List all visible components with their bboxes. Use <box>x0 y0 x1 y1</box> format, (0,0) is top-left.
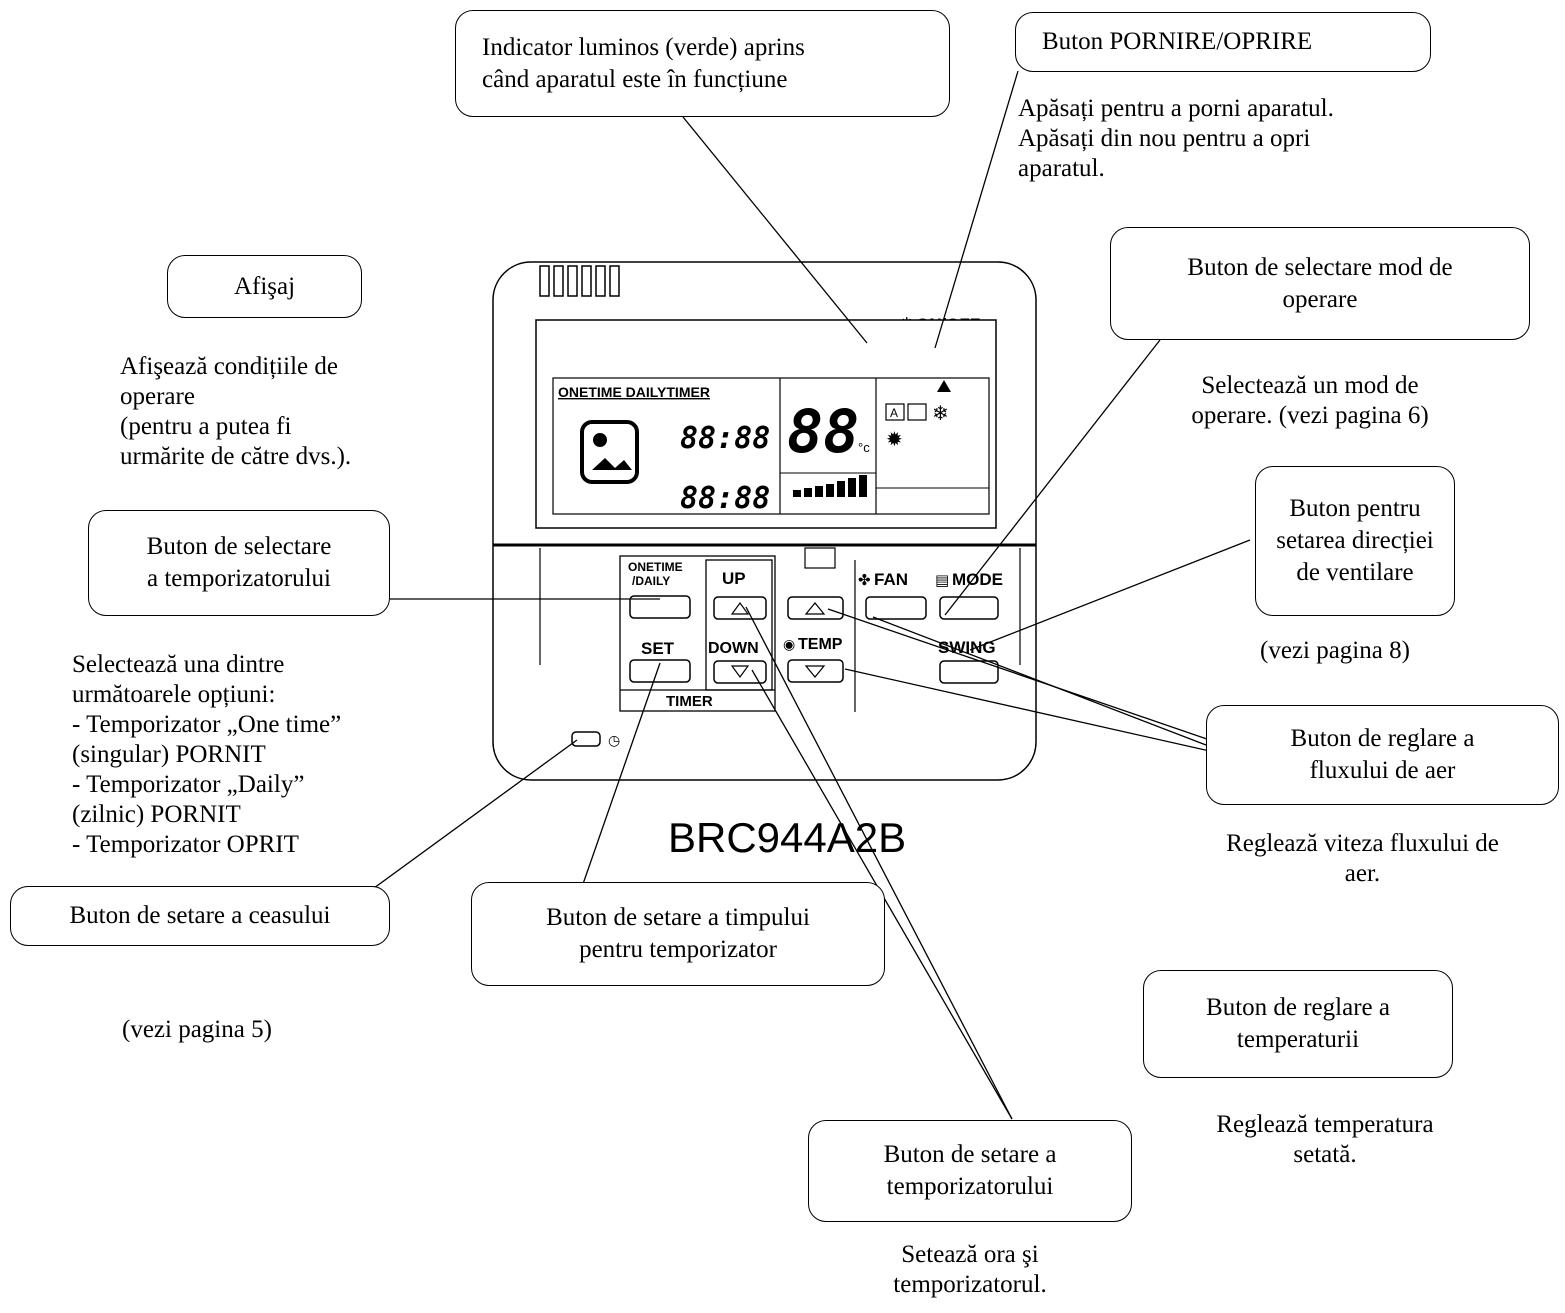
indicator-callout-text: Indicator luminos (verde) aprins când ap… <box>482 33 805 93</box>
fan-button-callout: Buton de reglare a fluxului de aer <box>1206 705 1559 805</box>
fan-label: FAN <box>874 570 908 589</box>
timer-select-callout-text: Buton de selectare a temporizatorului <box>146 533 332 592</box>
timer-time-callout-text: Buton de setare a timpului pentru tempor… <box>546 904 810 963</box>
lcd-time-1: 88:88 <box>680 421 770 456</box>
clock-button-callout: Buton de setare a ceasului <box>10 886 390 946</box>
onetime-daily-button[interactable] <box>629 595 691 619</box>
snowflake-icon: ❄ <box>932 401 949 425</box>
mode-button-callout: Buton de selectare mod de operare <box>1110 227 1530 340</box>
power-button-callout: Buton PORNIRE/OPRIRE <box>1015 12 1431 72</box>
swing-label: SWING <box>938 638 996 657</box>
onetime-daily-label-2: /DAILY <box>632 574 670 588</box>
clock-button[interactable] <box>571 731 601 747</box>
mode-button-description: Selectează un mod de operare. (vezi pagi… <box>1191 372 1429 429</box>
temp-icon: ◉ <box>783 637 795 653</box>
fan-icon: ✤ <box>858 571 871 589</box>
mode-dry-icon <box>907 403 927 421</box>
lcd-time-2: 88:88 <box>680 481 770 516</box>
lcd-header: ONETIME DAILYTIMER <box>558 384 710 400</box>
triangle-icon <box>937 380 951 392</box>
mode-button-callout-text: Buton de selectare mod de operare <box>1187 253 1453 313</box>
mode-icon: ▤ <box>935 571 949 589</box>
fan-button-description: Reglează viteza fluxului de aer. <box>1226 830 1499 887</box>
swing-button-callout: Buton pentru setarea direcției de ventil… <box>1255 466 1455 616</box>
timer-select-description: Selectează una dintre următoarele opțiun… <box>72 651 342 858</box>
timer-select-callout: Buton de selectare a temporizatorului <box>88 510 390 616</box>
fan-speed-bars <box>793 475 867 497</box>
timer-label: TIMER <box>666 693 713 710</box>
power-button-description: Apăsați pentru a porni aparatul. Apăsați… <box>1018 95 1334 182</box>
swing-button[interactable] <box>939 660 999 684</box>
display-description: Afişează condițiile de operare (pentru a… <box>120 353 352 470</box>
svg-text:A: A <box>890 406 898 420</box>
timer-set-callout: Buton de setare a temporizatorului <box>808 1120 1132 1222</box>
vent-slots <box>539 265 620 297</box>
up-label: UP <box>722 569 746 588</box>
down-label: DOWN <box>708 640 759 657</box>
temp-button-callout-text: Buton de reglare a temperaturii <box>1206 994 1390 1053</box>
clock-button-callout-text: Buton de setare a ceasului <box>69 902 331 929</box>
mode-auto-icon <box>885 403 905 421</box>
indicator-callout: Indicator luminos (verde) aprins când ap… <box>455 10 950 117</box>
lcd-display: ONETIME DAILYTIMER 88:88 88:88 88 °c A ❄… <box>535 319 997 529</box>
display-callout-text: Afişaj <box>233 272 296 300</box>
timer-set-callout-text: Buton de setare a temporizatorului <box>883 1141 1057 1200</box>
celsius-icon: °c <box>858 440 870 455</box>
lcd-temp: 88 <box>787 397 859 467</box>
mode-label: MODE <box>952 570 1003 589</box>
clock-icon: ◷ <box>608 733 620 749</box>
clock-button-description: (vezi pagina 5) <box>122 1016 272 1043</box>
model-name: BRC944A2B <box>668 814 906 861</box>
onetime-daily-label-1: ONETIME <box>628 560 683 574</box>
swing-button-callout-text: Buton pentru setarea direcției de ventil… <box>1276 495 1434 586</box>
timer-set-description: Setează ora şi temporizatorul. <box>893 1241 1047 1298</box>
set-button[interactable] <box>629 659 691 683</box>
timer-time-callout: Buton de setare a timpului pentru tempor… <box>471 882 885 986</box>
sensor-flap <box>804 547 836 569</box>
temp-button-description: Reglează temperatura setată. <box>1216 1111 1434 1168</box>
fan-button[interactable] <box>865 596 927 620</box>
day-night-icon <box>580 420 639 484</box>
power-button-callout-text: Buton PORNIRE/OPRIRE <box>1042 28 1313 55</box>
set-label: SET <box>641 639 675 658</box>
heat-icon: ✹ <box>886 427 903 451</box>
display-callout: Afişaj <box>167 255 362 318</box>
mode-button[interactable] <box>939 596 999 620</box>
timer-cluster: ONETIME /DAILY UP SET DOWN TIMER <box>619 555 776 712</box>
fan-button-callout-text: Buton de reglare a fluxului de aer <box>1290 725 1475 784</box>
temp-label: TEMP <box>798 636 843 653</box>
temp-button-callout: Buton de reglare a temperaturii <box>1143 970 1453 1078</box>
swing-button-description: (vezi pagina 8) <box>1260 637 1410 664</box>
